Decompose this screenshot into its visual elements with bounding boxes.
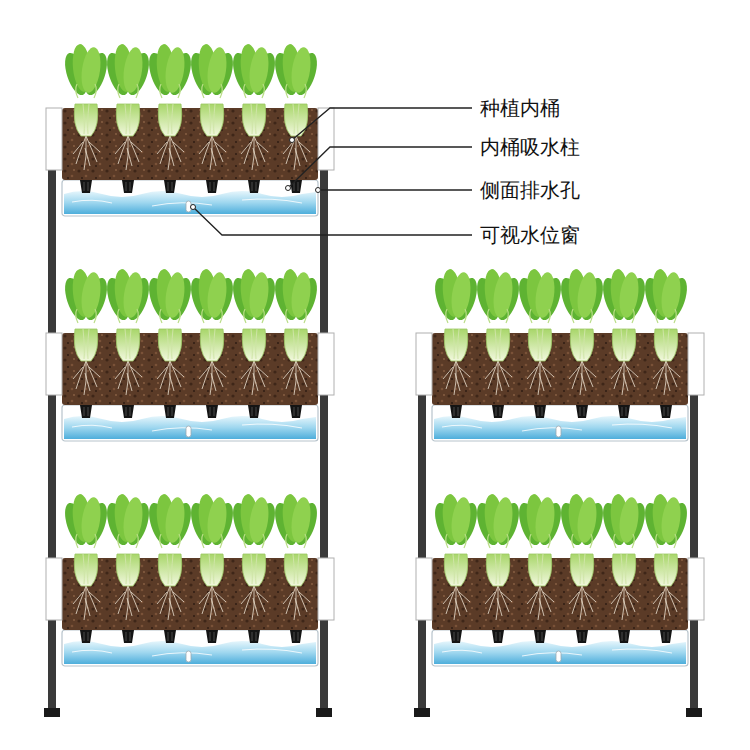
callout-label: 侧面排水孔 <box>480 178 580 202</box>
callout-label: 种植内桶 <box>480 96 560 120</box>
callout-label: 内桶吸水柱 <box>480 135 580 159</box>
callout-label: 可视水位窗 <box>480 223 580 247</box>
